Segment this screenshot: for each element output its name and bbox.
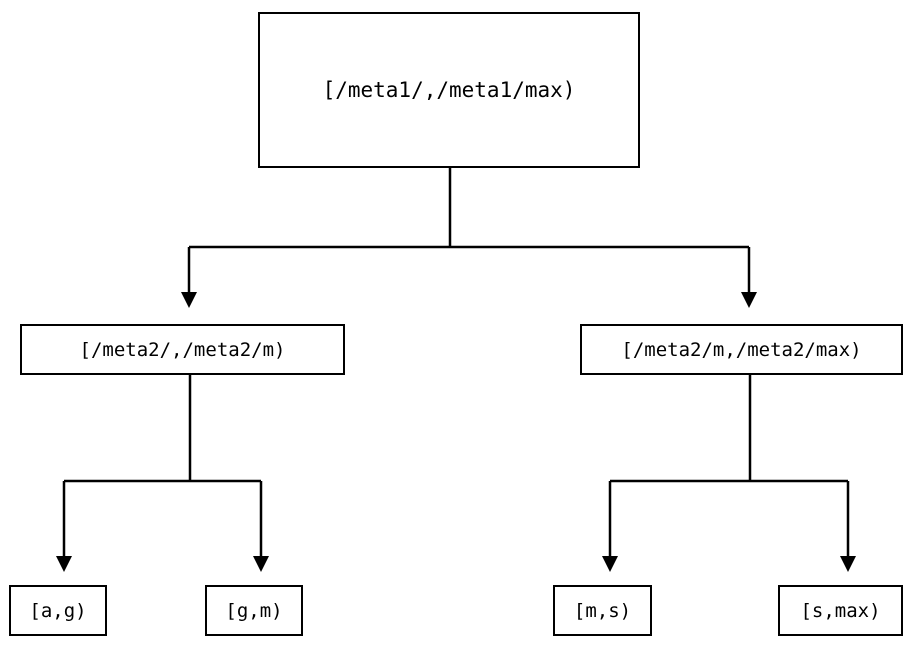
- arrowhead-icon-to-leaf-g-m: [253, 556, 269, 572]
- tree-node-leaf-g-m: [g,m): [205, 585, 303, 636]
- arrowhead-icon-to-leaf-s-max: [840, 556, 856, 572]
- arrowhead-icon-to-leaf-a-g: [56, 556, 72, 572]
- edge-mid-right-to-leaves: [602, 375, 856, 572]
- edge-root-to-mid-level: [181, 168, 757, 308]
- arrowhead-icon-to-mid-right: [741, 292, 757, 308]
- tree-node-mid-left: [/meta2/,/meta2/m): [20, 324, 345, 375]
- tree-node-mid-right: [/meta2/m,/meta2/max): [580, 324, 903, 375]
- arrowhead-icon-to-mid-left: [181, 292, 197, 308]
- tree-node-leaf-m-s: [m,s): [553, 585, 652, 636]
- tree-node-leaf-a-g: [a,g): [9, 585, 107, 636]
- tree-node-leaf-s-max: [s,max): [778, 585, 903, 636]
- arrowhead-icon-to-leaf-m-s: [602, 556, 618, 572]
- tree-node-root: [/meta1/,/meta1/max): [258, 12, 640, 168]
- edge-mid-left-to-leaves: [56, 375, 269, 572]
